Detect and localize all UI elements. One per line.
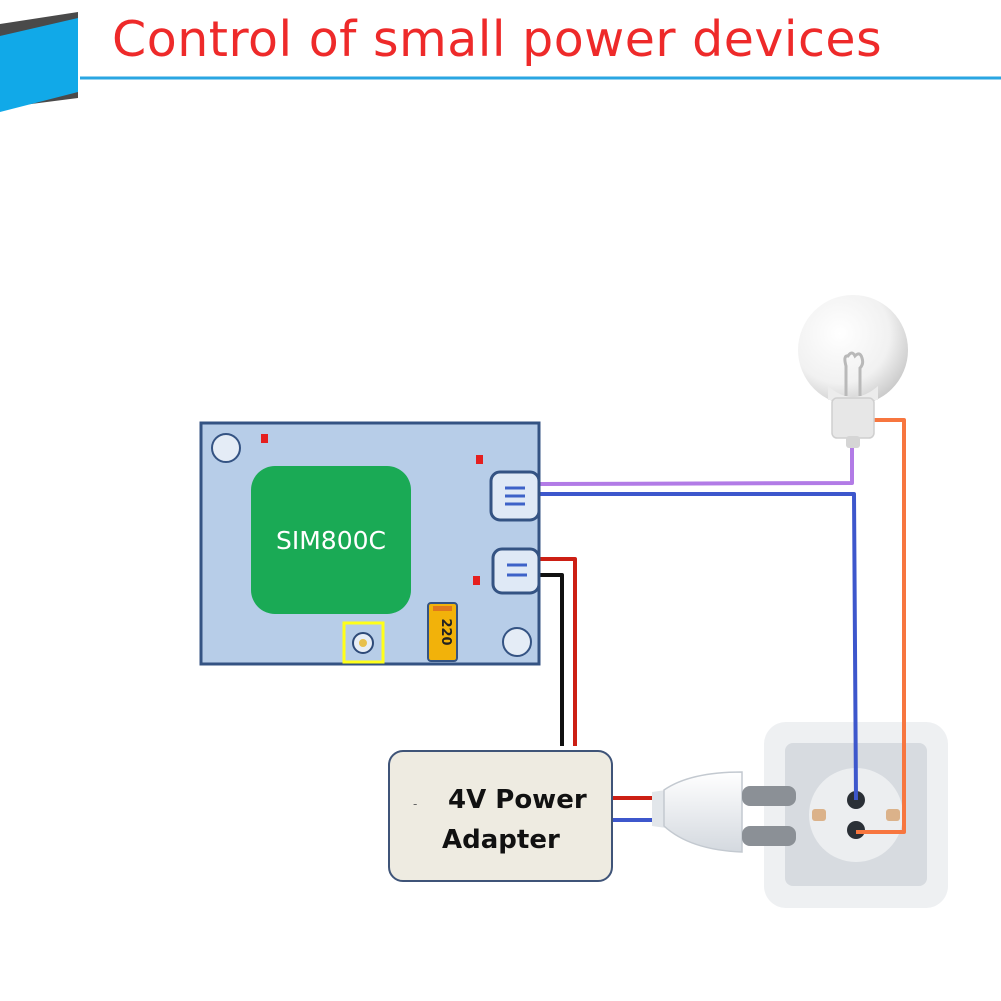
- adapter-label-line2: Adapter: [442, 825, 560, 855]
- wire-blue-lamp: [540, 492, 858, 801]
- wire-orange-lamp: [856, 418, 906, 834]
- mount-hole-bottom-right: [502, 627, 532, 657]
- power-plug: [652, 771, 796, 853]
- plug-cable-end: [652, 790, 666, 828]
- led-red-1: [261, 434, 268, 443]
- socket-ground-clip-left: [812, 809, 826, 821]
- corner-tab: [0, 12, 78, 112]
- chip-label: SIM800C: [276, 526, 386, 555]
- bulb-base: [831, 397, 875, 439]
- led-red-2: [476, 455, 483, 464]
- bulb-neck: [828, 386, 878, 400]
- bulb-glass: [798, 295, 908, 405]
- corner-tab-fill: [0, 18, 78, 112]
- adapter-body: [388, 750, 613, 882]
- push-button: [342, 621, 385, 664]
- resistor-220: 220: [427, 602, 458, 662]
- wire-black-supply: [540, 573, 564, 746]
- power-adapter: - 4V Power Adapter: [388, 750, 613, 882]
- adapter-label-line1: 4V Power: [448, 785, 587, 815]
- plug-body: [663, 771, 743, 853]
- bulb-filament: [843, 351, 865, 396]
- wire-purple: [539, 448, 854, 486]
- light-bulb: [798, 295, 908, 448]
- page-title: Control of small power devices: [112, 11, 883, 68]
- sim800c-chip: [251, 466, 411, 614]
- plug-pin-bottom: [742, 826, 796, 846]
- connector-output: [489, 470, 541, 522]
- sim800c-module: SIM800C 220: [199, 421, 541, 666]
- adapter-stray-mark: -: [413, 797, 417, 811]
- wire-red-supply: [540, 557, 577, 746]
- resistor-label: 220: [438, 618, 453, 645]
- led-red-3: [473, 576, 480, 585]
- plug-pin-top: [742, 786, 796, 806]
- bulb-contact: [846, 436, 860, 448]
- wires: [539, 418, 906, 834]
- mount-hole-top-left: [211, 433, 241, 463]
- socket-ground-clip-right: [886, 809, 900, 821]
- socket-face: [809, 768, 903, 862]
- connector-power-input: [491, 547, 541, 595]
